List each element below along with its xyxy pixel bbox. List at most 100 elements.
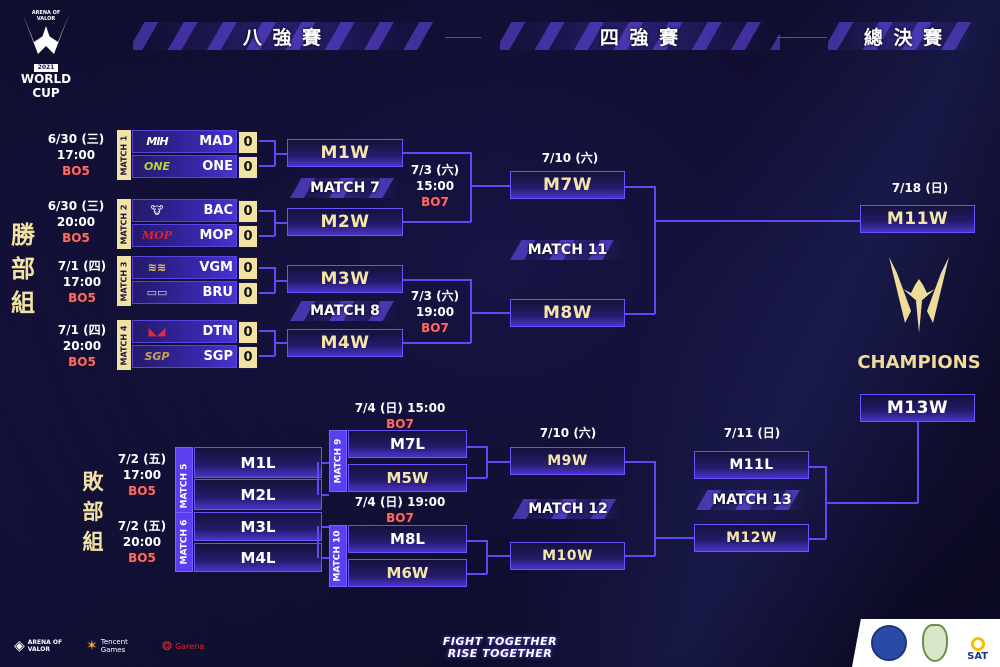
slot-m11w[interactable]: M11W <box>860 205 975 233</box>
slot-m1w[interactable]: M1W <box>287 139 403 167</box>
match-9-card[interactable]: MATCH 9 M7L M5W <box>329 430 474 510</box>
match-3-card[interactable]: MATCH 3 ≋≋ VGM 0 ▭▭ BRU 0 <box>117 256 258 306</box>
connector <box>275 153 287 155</box>
connector <box>625 313 655 315</box>
connector <box>259 210 275 212</box>
slot-m5w[interactable]: M5W <box>348 464 467 492</box>
match-2-card[interactable]: MATCH 2 🐮 BAC 0 MOP MOP 0 <box>117 199 258 249</box>
stage-header-final-bg <box>828 22 980 50</box>
match-12-label: MATCH 12 <box>512 497 624 521</box>
match-10-card[interactable]: MATCH 10 M8L M6W <box>329 525 474 605</box>
slot-m10w[interactable]: M10W <box>510 542 625 570</box>
score: 0 <box>238 200 258 223</box>
world-cup-logo: ARENA OF VALOR 2021 WORLD CUP <box>8 4 84 100</box>
team-row-bac[interactable]: 🐮 BAC 0 <box>132 199 258 223</box>
connector <box>467 446 487 448</box>
slot-m3l[interactable]: M3L <box>194 512 322 541</box>
sponsor-garena: ❂ Garena <box>162 639 205 653</box>
slot-m7l[interactable]: M7L <box>348 430 467 458</box>
slot-m8w[interactable]: M8W <box>510 299 625 327</box>
slot-m2w[interactable]: M2W <box>287 208 403 236</box>
connector <box>274 330 276 356</box>
connector <box>487 555 510 557</box>
score: 0 <box>238 346 258 369</box>
slot-m13w[interactable]: M13W <box>860 394 975 422</box>
connector <box>809 538 826 540</box>
connector <box>917 422 919 503</box>
slot-m2l[interactable]: M2L <box>194 479 322 510</box>
slot-m4w[interactable]: M4W <box>287 329 403 357</box>
connector <box>275 280 287 282</box>
match-12-schedule: 7/10 (六) <box>539 426 597 440</box>
vgm-logo-icon: ≋≋ <box>147 261 167 274</box>
sponsor-arena-of-valor: ◈ ARENA OF VALOR <box>14 638 63 654</box>
match-13-label: MATCH 13 <box>696 488 808 512</box>
stage-header-quarterfinal-bg <box>133 22 433 50</box>
winged-helmet-icon <box>22 12 70 54</box>
connector <box>321 494 329 496</box>
connector <box>259 165 275 167</box>
sponsor-tencent-games: ✶ Tencent Games <box>86 638 128 654</box>
score: 0 <box>238 131 258 154</box>
slot-m12w[interactable]: M12W <box>694 524 809 552</box>
match-7-label: MATCH 7 <box>290 176 400 200</box>
match-11-schedule: 7/10 (六) <box>541 151 599 165</box>
dtn-logo-icon: ◣◢ <box>148 325 166 338</box>
match-tag: MATCH 6 <box>175 512 193 572</box>
connector <box>625 555 655 557</box>
score: 0 <box>238 282 258 305</box>
stage-header-final: 總 決 賽 <box>863 26 945 49</box>
match-tag: MATCH 3 <box>117 256 131 306</box>
slot-m3w[interactable]: M3W <box>287 265 403 293</box>
connector <box>259 292 275 294</box>
connector <box>487 461 510 463</box>
team-row-mad[interactable]: MIH MAD 0 <box>132 130 258 154</box>
slot-m6w[interactable]: M6W <box>348 559 467 587</box>
slot-m4l[interactable]: M4L <box>194 543 322 572</box>
match-tag: MATCH 9 <box>329 430 347 492</box>
connector <box>470 279 472 343</box>
score: 0 <box>238 321 258 344</box>
slot-m1l[interactable]: M1L <box>194 447 322 478</box>
match-8-label: MATCH 8 <box>290 299 400 323</box>
team-row-one[interactable]: ONE ONE 0 <box>132 155 258 179</box>
partner-sat-icon: SAT <box>963 624 993 662</box>
connector <box>403 221 471 223</box>
match-4-card[interactable]: MATCH 4 ◣◢ DTN 0 SGP SGP 0 <box>117 320 258 370</box>
connector <box>467 477 487 479</box>
connector <box>470 152 472 222</box>
connector <box>654 186 656 314</box>
one-logo-icon: ONE <box>143 160 171 173</box>
team-row-bru[interactable]: ▭▭ BRU 0 <box>132 281 258 305</box>
year-badge: 2021 <box>34 64 58 72</box>
match-6-card[interactable]: MATCH 6 M3L M4L <box>175 512 325 592</box>
connector <box>274 210 276 236</box>
slot-m8l[interactable]: M8L <box>348 525 467 553</box>
slot-m9w[interactable]: M9W <box>510 447 625 475</box>
team-row-sgp[interactable]: SGP SGP 0 <box>132 345 258 369</box>
connector <box>321 557 329 559</box>
team-row-vgm[interactable]: ≋≋ VGM 0 <box>132 256 258 280</box>
slot-m7w[interactable]: M7W <box>510 171 625 199</box>
connector <box>625 461 655 463</box>
connector <box>275 222 287 224</box>
winners-bracket-label: 勝 部 組 <box>11 221 35 317</box>
match-1-card[interactable]: MATCH 1 MIH MAD 0 ONE ONE 0 <box>117 130 258 180</box>
team-row-mop[interactable]: MOP MOP 0 <box>132 224 258 248</box>
match-11-label: MATCH 11 <box>510 238 625 262</box>
stage-header-semifinal: 四 強 賽 <box>599 26 681 49</box>
bru-logo-icon: ▭▭ <box>146 286 168 299</box>
stage-header-quarterfinal: 八 強 賽 <box>242 26 324 49</box>
connector <box>486 446 488 478</box>
team-row-dtn[interactable]: ◣◢ DTN 0 <box>132 320 258 344</box>
final-schedule: 7/18 (日) <box>891 181 949 195</box>
match-tag: MATCH 10 <box>329 525 347 587</box>
slot-m11l[interactable]: M11L <box>694 451 809 479</box>
champions-trophy-icon <box>889 257 949 333</box>
match-5-card[interactable]: MATCH 5 M1L M2L <box>175 447 325 527</box>
